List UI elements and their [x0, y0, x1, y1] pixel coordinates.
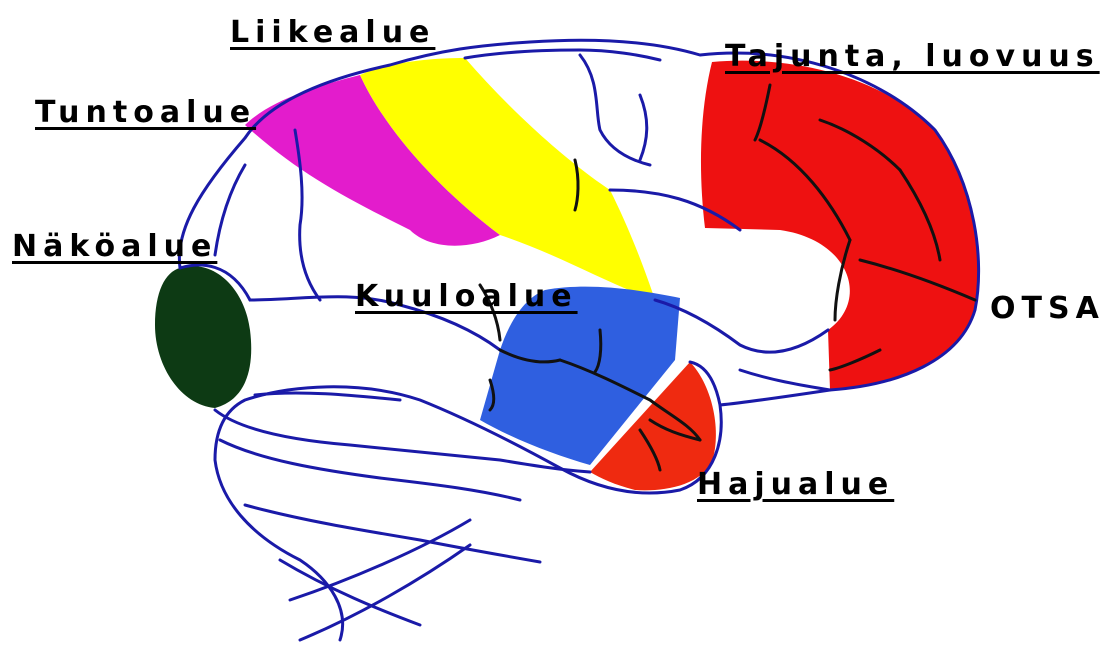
label-nakoalue: Näköalue — [12, 232, 217, 262]
label-otsa: OTSA — [990, 294, 1105, 324]
label-tuntoalue: Tuntoalue — [35, 98, 256, 128]
label-liikealue: Liikealue — [230, 18, 435, 48]
nakoalue-region — [155, 266, 251, 408]
label-tajunta-luovuus: Tajunta, luovuus — [725, 42, 1100, 72]
tajunta-region — [701, 61, 979, 390]
label-hajualue: Hajualue — [697, 470, 894, 500]
label-kuuloalue: Kuuloalue — [355, 282, 578, 312]
